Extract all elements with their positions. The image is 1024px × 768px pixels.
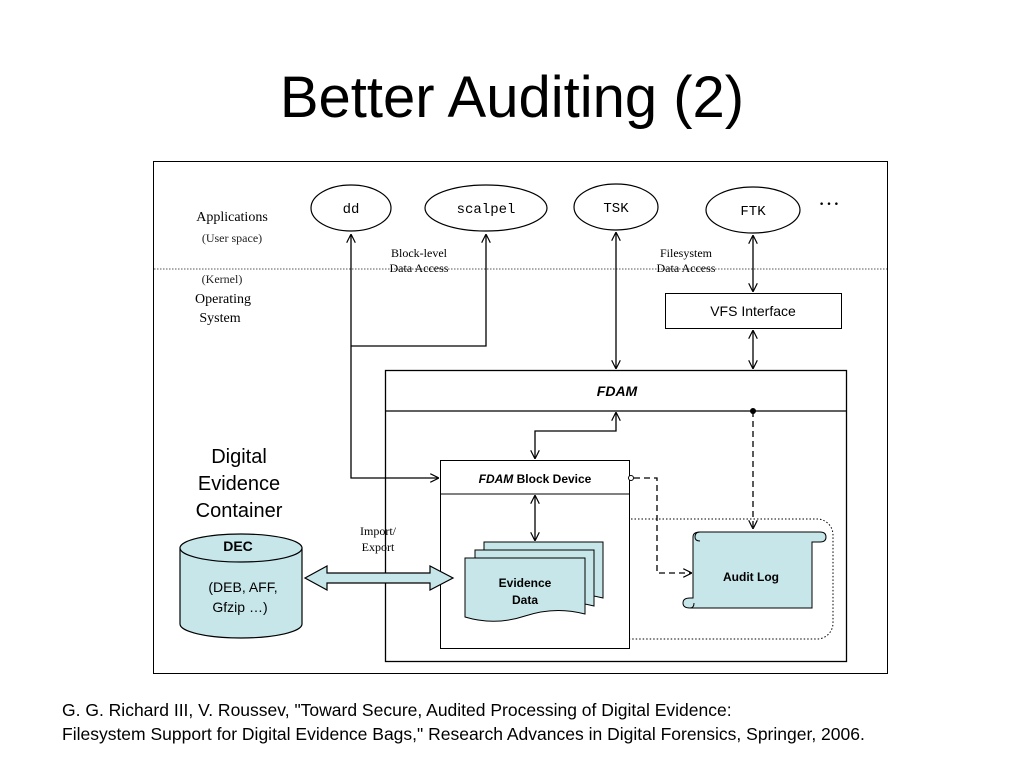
app-ftk-label: FTK: [740, 204, 766, 220]
import-export-label: Import/: [360, 524, 397, 538]
block-device-to-audit-log-arrow: [634, 477, 691, 573]
app-scalpel-shape: [424, 184, 548, 232]
evidence-data-stack: Evidence Data: [464, 541, 604, 622]
dec-cylinder-body: [179, 547, 303, 639]
app-ftk: FTK: [705, 186, 801, 234]
app-tsk-shape: [573, 183, 659, 231]
dec-formats-2: Gfzip …): [212, 599, 267, 615]
block-access-label-2: Data Access: [390, 261, 449, 275]
fdam-to-block-device-arrow: [535, 413, 616, 458]
block-device-audit-junction: [628, 475, 634, 481]
app-dd: dd: [310, 184, 392, 232]
vfs-interface-box: [665, 293, 842, 329]
app-tsk-label: TSK: [603, 201, 629, 217]
app-scalpel-label: scalpel: [457, 202, 516, 218]
citation-line-1: G. G. Richard III, V. Roussev, "Toward S…: [62, 700, 732, 720]
audit-log-label: Audit Log: [723, 570, 779, 584]
audit-log-top-curl: [694, 531, 701, 542]
fdam-label: FDAM: [597, 383, 638, 399]
app-tsk: TSK: [573, 183, 659, 231]
more-apps-ellipsis: …: [818, 185, 840, 210]
block-device-prefix: FDAM: [479, 472, 515, 486]
user-space-label: (User space): [202, 231, 262, 245]
evidence-data-label-2: Data: [512, 593, 538, 607]
audit-log-scroll: Audit Log: [682, 531, 827, 609]
audit-log-bottom-curl: [689, 602, 695, 609]
evidence-page-front: [464, 557, 586, 622]
fs-access-label: Filesystem: [660, 246, 713, 260]
applications-label: Applications: [196, 210, 268, 225]
fs-access-label-2: Data Access: [657, 261, 716, 275]
audit-log-body: [682, 531, 827, 609]
dec-cylinder: DEC (DEB, AFF, Gfzip …): [179, 533, 303, 639]
kernel-label: (Kernel): [202, 272, 243, 286]
app-scalpel: scalpel: [424, 184, 548, 232]
evidence-data-label: Evidence: [499, 576, 552, 590]
block-access-label: Block-level: [391, 246, 448, 260]
vfs-interface-label: VFS Interface: [710, 303, 796, 319]
operating-system-label: Operating: [195, 292, 251, 307]
app-ftk-shape: [705, 186, 801, 234]
block-device-name: Block Device: [517, 472, 592, 486]
dec-heading-2: Evidence: [198, 473, 280, 495]
dec-heading-3: Container: [196, 500, 283, 522]
dd-to-block-device-arrow: [351, 235, 438, 478]
citation-line-2: Filesystem Support for Digital Evidence …: [62, 724, 865, 744]
dec-label: DEC: [223, 538, 253, 554]
app-dd-label: dd: [343, 202, 360, 218]
app-dd-shape: [310, 184, 392, 232]
dec-cylinder-top: [179, 533, 303, 563]
dec-heading: Digital: [211, 446, 267, 468]
block-device-label: FDAM Block Device: [479, 472, 592, 486]
slide-title: Better Auditing (2): [279, 65, 745, 130]
import-export-arrow: [303, 564, 455, 592]
citation: G. G. Richard III, V. Roussev, "Toward S…: [62, 698, 1012, 746]
operating-system-label-2: System: [199, 311, 240, 326]
dec-formats: (DEB, AFF,: [208, 579, 277, 595]
import-export-label-2: Export: [362, 540, 395, 554]
scalpel-connector: [351, 235, 486, 347]
